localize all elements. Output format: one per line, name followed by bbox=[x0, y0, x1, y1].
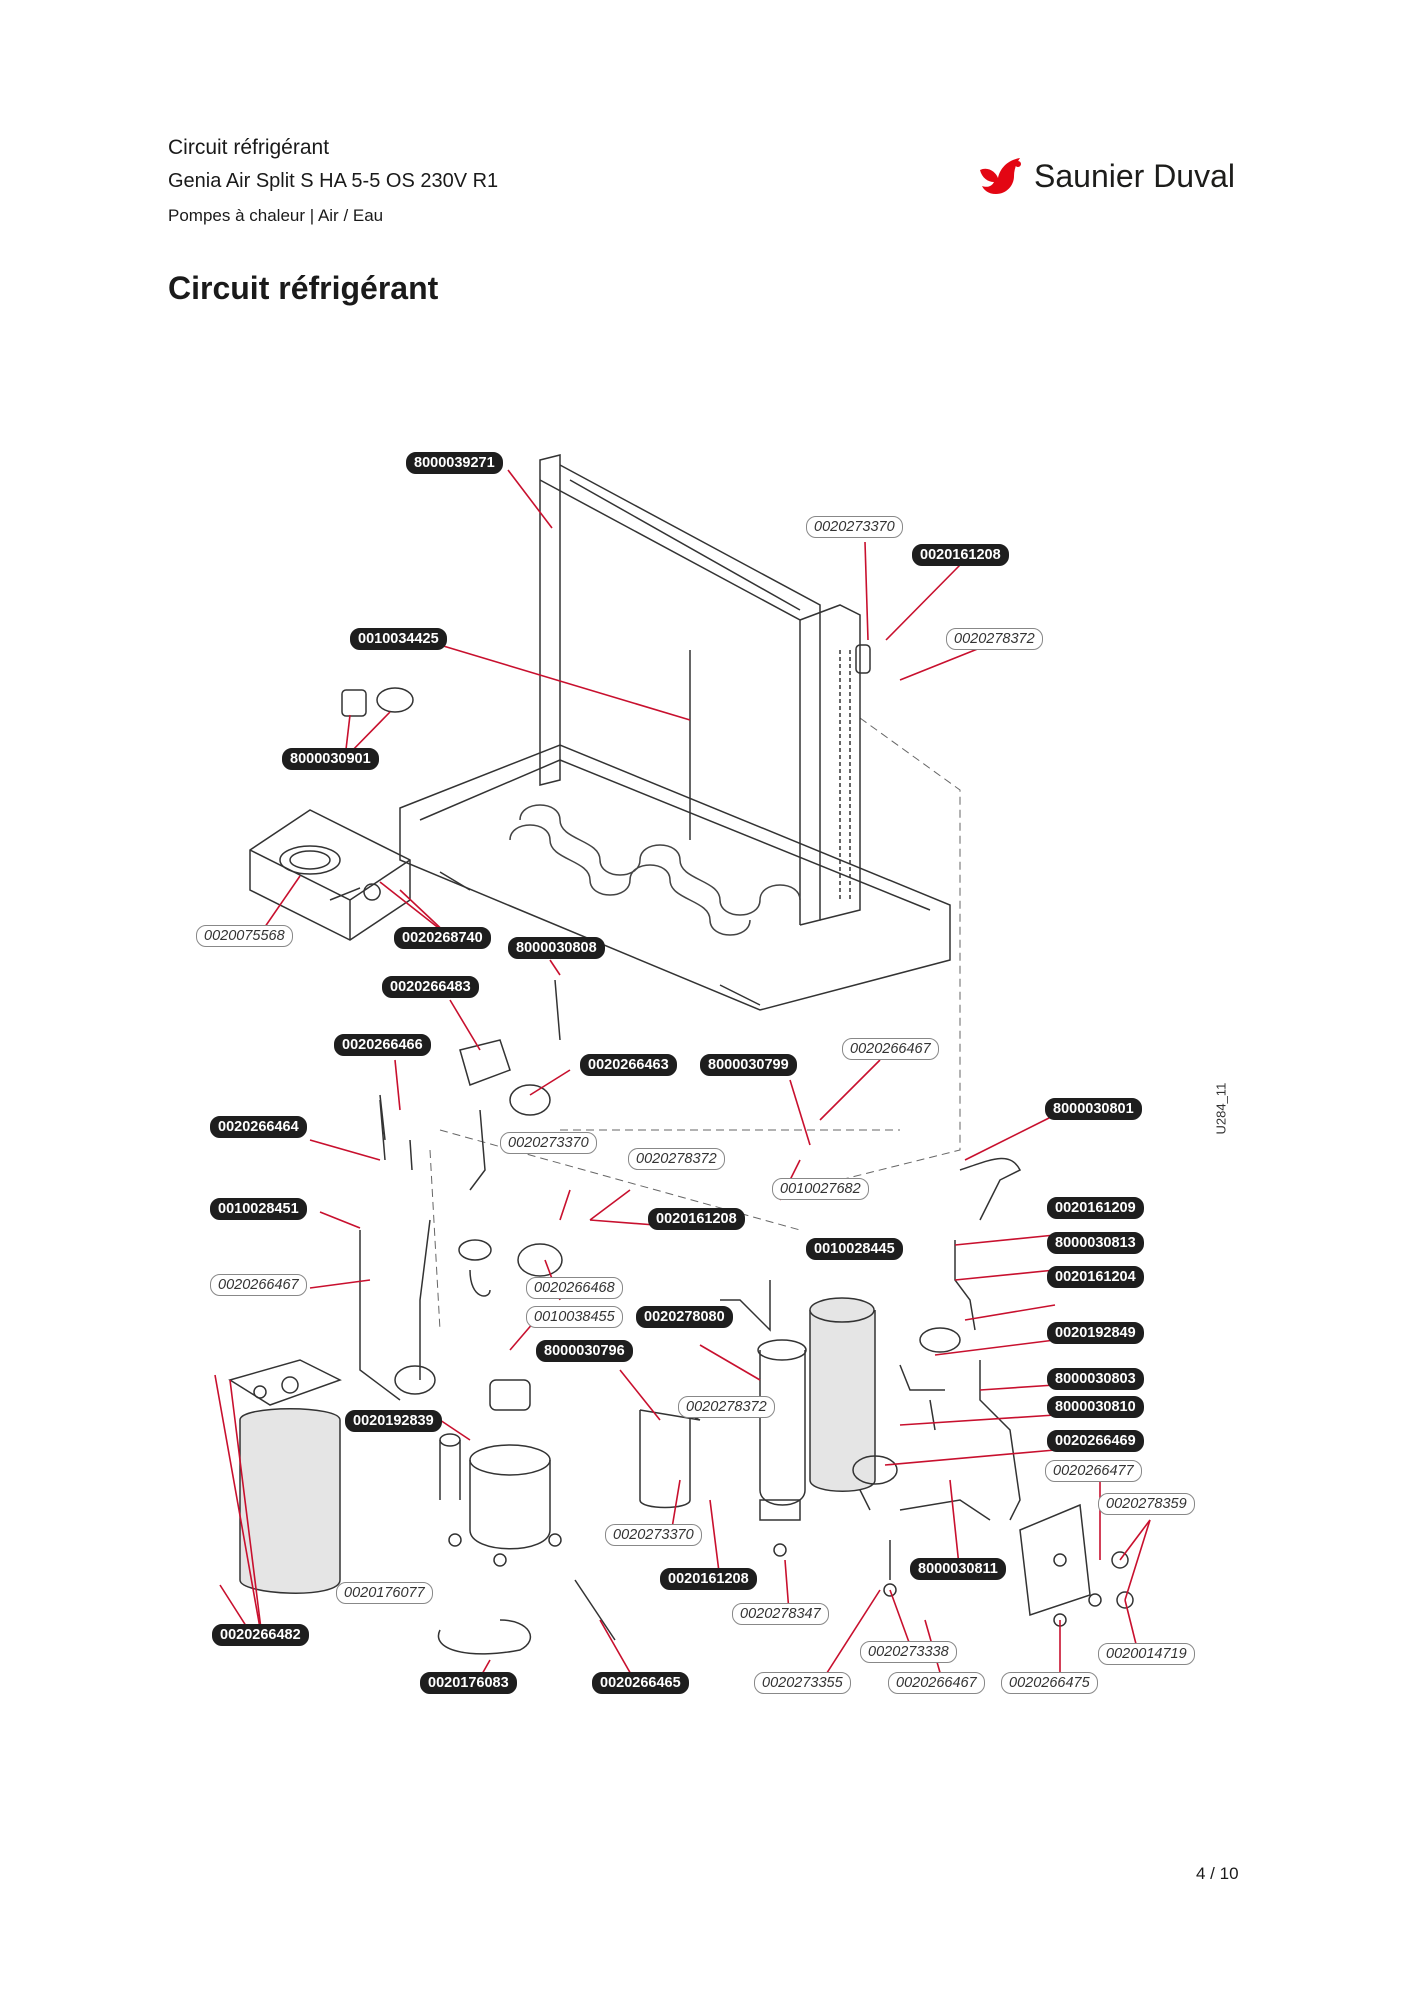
header-title: Circuit réfrigérant bbox=[168, 136, 330, 159]
part-number-label: 0010034425 bbox=[350, 628, 447, 650]
part-number-label: 0020161208 bbox=[660, 1568, 757, 1590]
part-number-label: 0020266482 bbox=[212, 1624, 309, 1646]
part-number-label: 8000030813 bbox=[1047, 1232, 1144, 1254]
part-number-label: 0020161204 bbox=[1047, 1266, 1144, 1288]
part-number-label: 0020273370 bbox=[500, 1132, 597, 1154]
part-number-label: 0010038455 bbox=[526, 1306, 623, 1328]
part-number-label: 0020192839 bbox=[345, 1410, 442, 1432]
drawing-code: U284_11 bbox=[1213, 1082, 1229, 1135]
part-number-label: 0020278372 bbox=[678, 1396, 775, 1418]
part-number-label: 0020161208 bbox=[912, 544, 1009, 566]
part-number-label: 0020266468 bbox=[526, 1277, 623, 1299]
part-number-label: 0020266467 bbox=[210, 1274, 307, 1296]
part-number-label: 8000030801 bbox=[1045, 1098, 1142, 1120]
part-number-label: 0020278080 bbox=[636, 1306, 733, 1328]
part-number-label: 0020278372 bbox=[946, 628, 1043, 650]
part-number-label: 0020266469 bbox=[1047, 1430, 1144, 1452]
part-number-label: 0020266475 bbox=[1001, 1672, 1098, 1694]
part-number-label: 8000030901 bbox=[282, 748, 379, 770]
part-number-label: 0020278372 bbox=[628, 1148, 725, 1170]
part-number-label: 0020273370 bbox=[806, 516, 903, 538]
part-number-label: 0020266464 bbox=[210, 1116, 307, 1138]
part-number-label: 0020266463 bbox=[580, 1054, 677, 1076]
header-model: Genia Air Split S HA 5-5 OS 230V R1 bbox=[168, 170, 499, 192]
part-number-label: 0020273355 bbox=[754, 1672, 851, 1694]
page-heading: Circuit réfrigérant bbox=[168, 270, 439, 306]
part-number-label: 0020278359 bbox=[1098, 1493, 1195, 1515]
part-number-label: 0010028445 bbox=[806, 1238, 903, 1260]
part-number-label: 8000030808 bbox=[508, 937, 605, 959]
part-number-label: 0010027682 bbox=[772, 1178, 869, 1200]
part-number-label: 0020266467 bbox=[888, 1672, 985, 1694]
part-number-label: 0020266467 bbox=[842, 1038, 939, 1060]
part-number-label: 0020266466 bbox=[334, 1034, 431, 1056]
part-number-label: 8000030811 bbox=[910, 1558, 1006, 1580]
brand-name: Saunier Duval bbox=[1034, 157, 1235, 194]
part-number-label: 0020192849 bbox=[1047, 1322, 1144, 1344]
part-number-label: 0020161209 bbox=[1047, 1197, 1144, 1219]
part-number-label: 0020273338 bbox=[860, 1641, 957, 1663]
part-number-label: 8000030810 bbox=[1047, 1396, 1144, 1418]
part-number-label: 0020273370 bbox=[605, 1524, 702, 1546]
part-number-label: 0020266483 bbox=[382, 976, 479, 998]
part-number-label: 0020176083 bbox=[420, 1672, 517, 1694]
part-number-label: 8000030796 bbox=[536, 1340, 633, 1362]
part-number-label: 8000030799 bbox=[700, 1054, 797, 1076]
part-number-label: 0020161208 bbox=[648, 1208, 745, 1230]
part-number-label: 0020266477 bbox=[1045, 1460, 1142, 1482]
header-category: Pompes à chaleur | Air / Eau bbox=[168, 206, 384, 225]
part-number-label: 8000030803 bbox=[1047, 1368, 1144, 1390]
page-number: 4 / 10 bbox=[1196, 1864, 1239, 1883]
part-number-label: 0020075568 bbox=[196, 925, 293, 947]
part-number-label: 8000039271 bbox=[406, 452, 503, 474]
part-number-label: 0020268740 bbox=[394, 927, 491, 949]
part-number-label: 0010028451 bbox=[210, 1198, 307, 1220]
part-number-label: 0020266465 bbox=[592, 1672, 689, 1694]
brand-logo: Saunier Duval bbox=[978, 156, 1235, 196]
part-number-label: 0020176077 bbox=[336, 1582, 433, 1604]
part-number-label: 0020014719 bbox=[1098, 1643, 1195, 1665]
red-bird-logo-icon bbox=[980, 158, 1021, 194]
part-number-label: 0020278347 bbox=[732, 1603, 829, 1625]
